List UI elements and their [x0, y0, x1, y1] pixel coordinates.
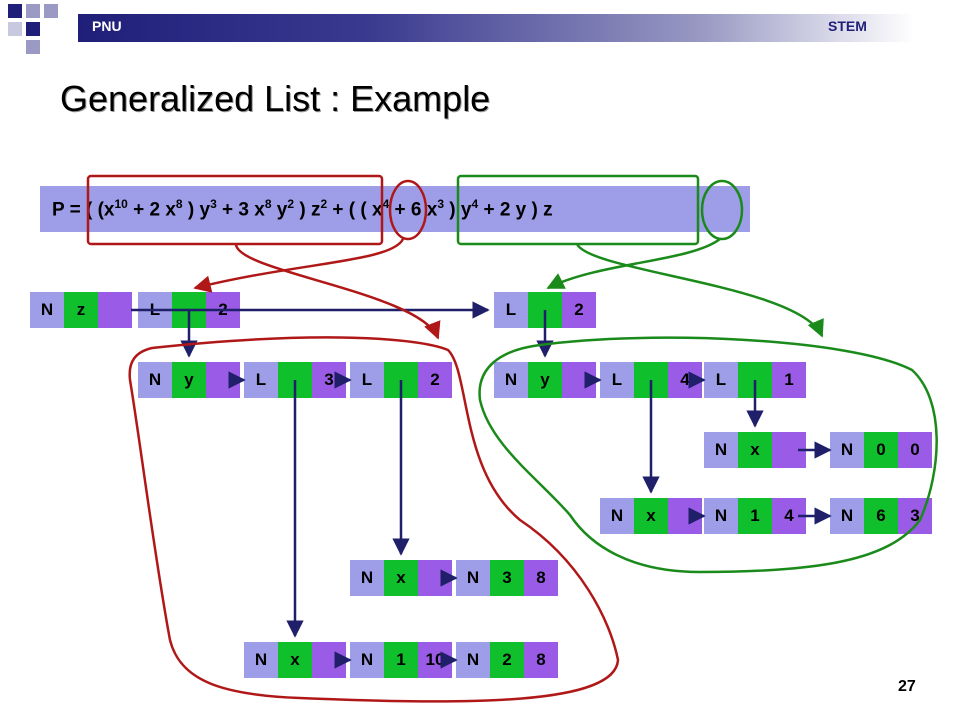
green-highlights	[456, 174, 938, 574]
red-highlights	[86, 174, 620, 703]
page-number: 27	[898, 678, 916, 695]
pointer-arrows	[131, 301, 832, 669]
slide-title: Generalized List : Example	[60, 78, 491, 119]
header-bar	[78, 14, 914, 42]
formula-box	[40, 186, 750, 232]
header-right-label: STEM	[828, 18, 867, 34]
header-left-label: PNU	[92, 18, 122, 34]
